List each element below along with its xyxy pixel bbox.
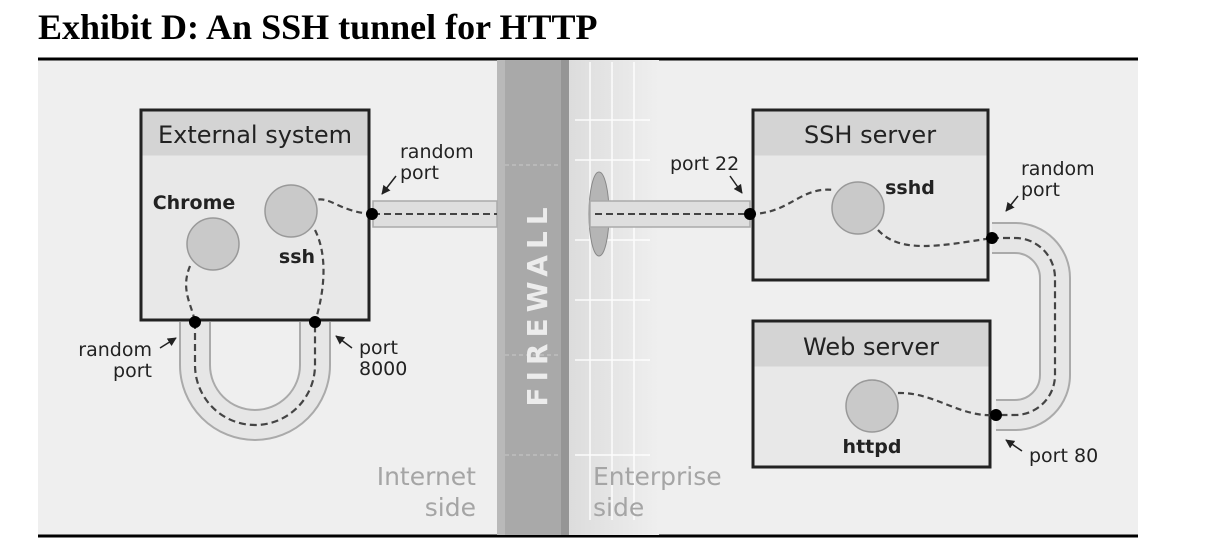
svg-text:port: port <box>400 162 439 184</box>
svg-text:side: side <box>593 493 644 522</box>
svg-text:port: port <box>1021 179 1060 201</box>
port-22-label: port 22 <box>670 153 743 194</box>
svg-text:side: side <box>425 493 476 522</box>
external-system-title: External system <box>158 121 352 149</box>
chrome-label: Chrome <box>153 192 236 214</box>
sshd-process-icon <box>831 181 885 235</box>
loop-random-port-label: random port <box>78 337 177 382</box>
httpd-label: httpd <box>843 436 902 458</box>
ssh-process-icon <box>264 184 318 238</box>
firewall-label: FIREWALL <box>521 201 554 406</box>
tunnel-pipe-right <box>589 200 751 228</box>
ssh-server-title: SSH server <box>804 121 936 149</box>
svg-text:port: port <box>113 360 152 382</box>
local-port-loop <box>179 322 331 441</box>
port-8000-label: port 8000 <box>335 335 407 380</box>
chrome-process-icon <box>186 217 240 271</box>
svg-text:port 80: port 80 <box>1029 445 1098 467</box>
internet-side-label: Internet side <box>377 462 476 522</box>
svg-text:random: random <box>1021 158 1095 180</box>
firewall: FIREWALL <box>497 60 569 535</box>
tunnel-pipe-left <box>372 200 498 228</box>
port-80-label: port 80 <box>1005 439 1098 467</box>
server-link-pipe <box>992 222 1071 431</box>
web-server-title: Web server <box>803 333 939 361</box>
svg-text:port 22: port 22 <box>670 153 739 175</box>
svg-text:8000: 8000 <box>359 358 407 380</box>
svg-text:random: random <box>400 141 474 163</box>
svg-text:Enterprise: Enterprise <box>593 462 722 491</box>
ssh-client-label: ssh <box>279 246 315 268</box>
external-system-box: External system Chrome ssh <box>139 108 371 322</box>
port-dots <box>189 208 1002 421</box>
tunnel-random-port-label: random port <box>381 141 474 195</box>
httpd-process-icon <box>845 379 899 433</box>
exhibit-title: Exhibit D: An SSH tunnel for HTTP <box>38 7 598 47</box>
svg-text:Internet: Internet <box>377 462 476 491</box>
svg-text:random: random <box>78 339 152 361</box>
enterprise-wall-texture <box>569 60 659 535</box>
enterprise-side-label: Enterprise side <box>593 462 722 522</box>
svg-text:port: port <box>359 337 398 359</box>
server-random-port-label: random port <box>1005 158 1095 212</box>
sshd-label: sshd <box>885 177 935 199</box>
